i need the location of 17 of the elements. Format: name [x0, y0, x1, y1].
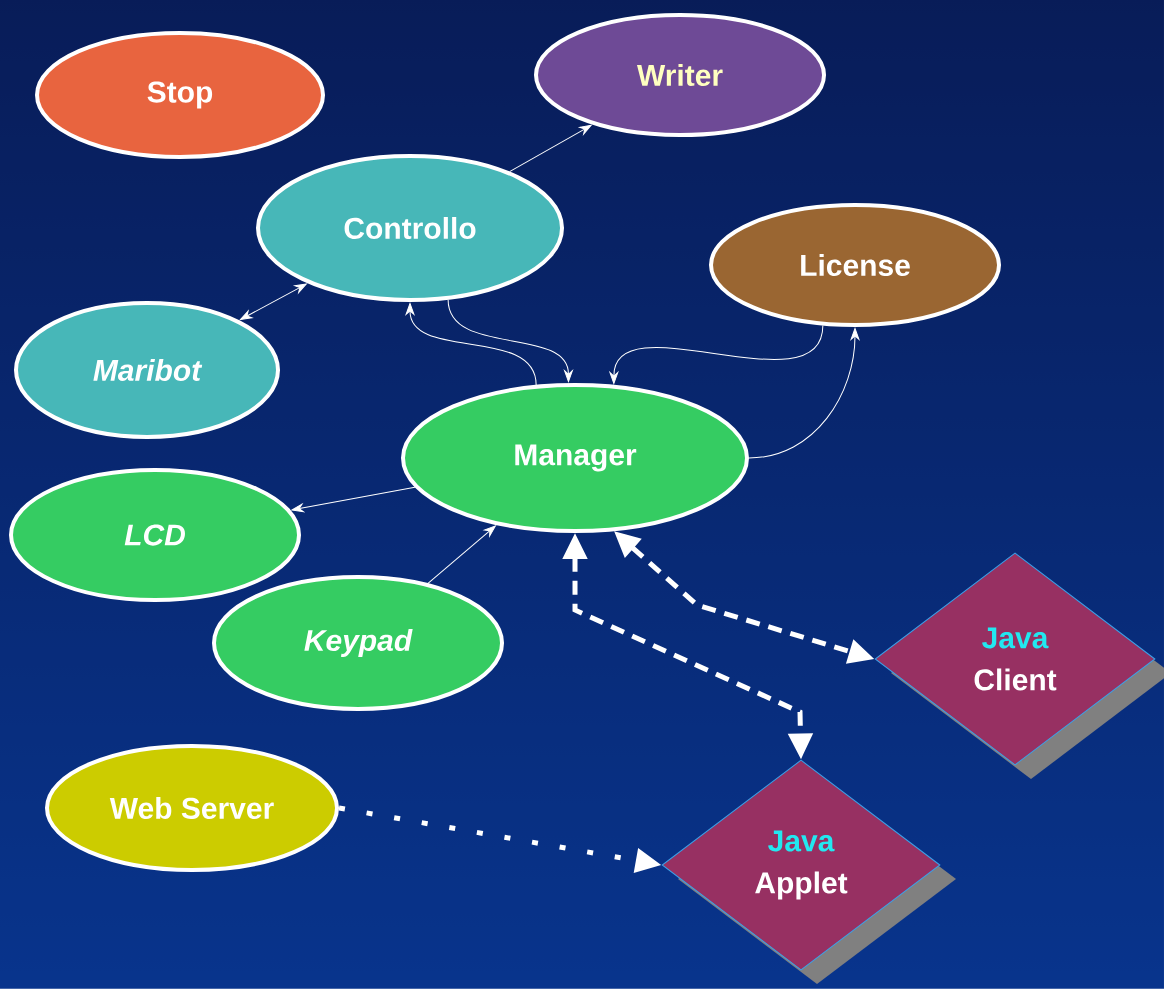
ellipse-node: Controllo: [256, 154, 564, 302]
ellipse-node: License: [709, 203, 1001, 327]
ellipse-node: Manager: [401, 383, 749, 533]
ellipse-node: Web Server: [45, 744, 339, 872]
arrow: [427, 525, 496, 584]
ellipse-node: Maribot: [14, 301, 280, 439]
ellipse-node: Writer: [534, 13, 826, 137]
ellipse-node: Stop: [35, 31, 325, 159]
arrow: [405, 303, 537, 386]
arrow: [609, 325, 824, 384]
arrow: [239, 283, 307, 321]
arrow: [447, 299, 573, 383]
ellipse-node: Keypad: [212, 575, 504, 711]
ellipse-node: LCD: [9, 468, 301, 602]
arrow: [509, 124, 592, 173]
arrow: [748, 328, 860, 459]
arrow: [291, 486, 416, 513]
